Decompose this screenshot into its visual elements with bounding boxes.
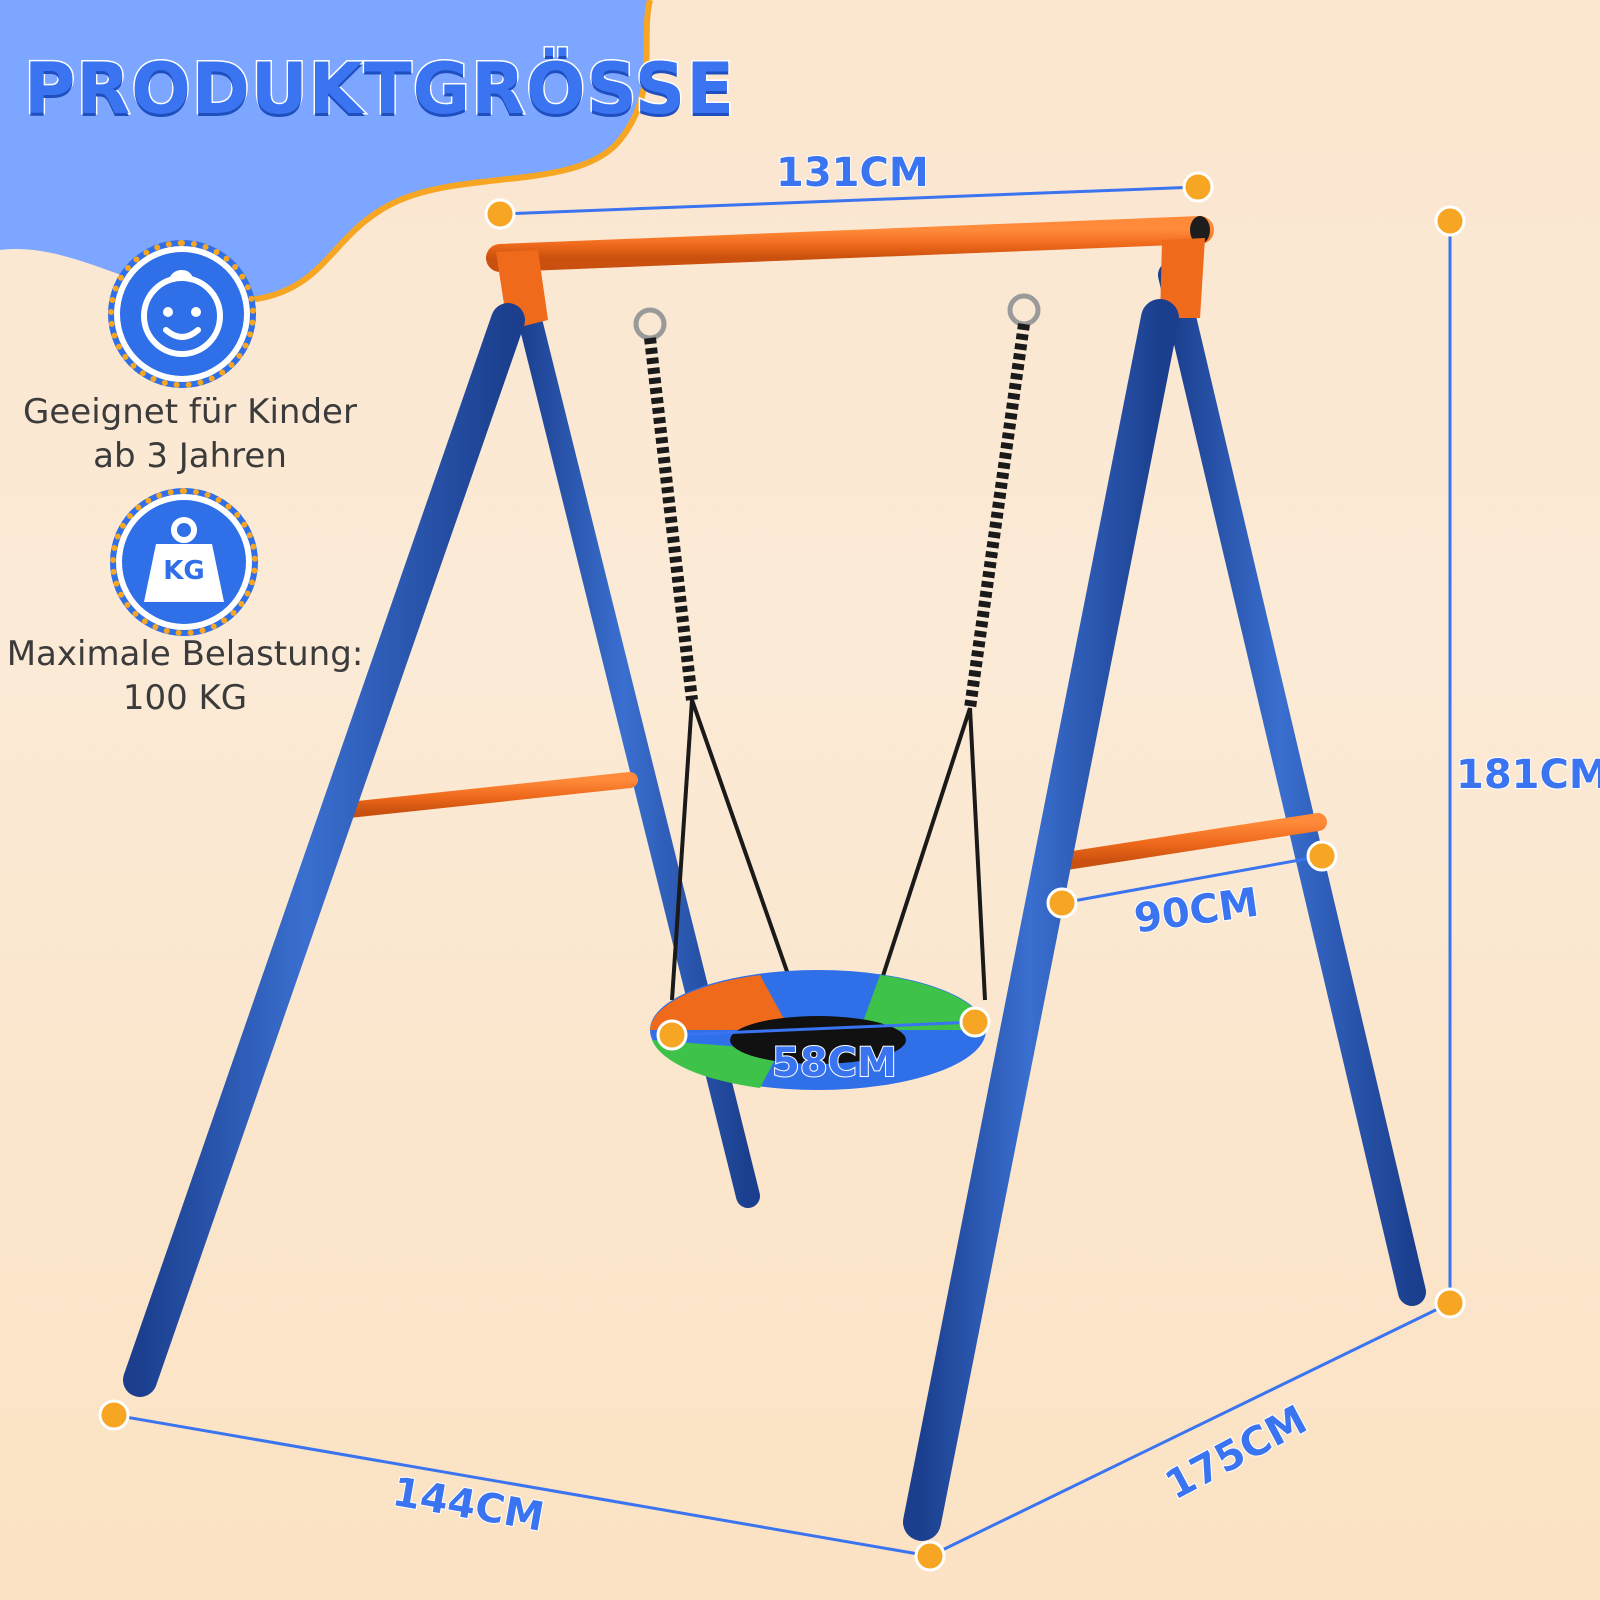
dimension-seat: 58CM <box>771 1039 898 1087</box>
load-info-line1: Maximale Belastung: <box>6 634 364 674</box>
dimension-lines <box>113 185 1452 1558</box>
header-wave-edge <box>249 0 653 303</box>
age-info: Geeignet für Kinder ab 3 Jahren <box>10 390 370 478</box>
dimension-height: 181CM <box>1455 751 1600 799</box>
back-right-leg <box>1158 261 1426 1306</box>
right-crossbar <box>1051 813 1327 871</box>
weight-kg-label: KG <box>163 556 205 586</box>
age-info-line1: Geeignet für Kinder <box>23 392 357 432</box>
weight-kg-icon <box>144 517 224 602</box>
swing-ropes <box>633 293 1041 1001</box>
front-left-leg <box>123 303 525 1397</box>
baby-face-icon <box>141 270 223 357</box>
top-beam <box>486 216 1214 272</box>
page-title: PRODUKTGRÖSSE <box>22 47 736 132</box>
front-right-leg <box>903 299 1179 1541</box>
dimension-markers <box>98 171 1466 1572</box>
age-info-line2: ab 3 Jahren <box>93 436 287 476</box>
load-badge: KG <box>110 488 258 636</box>
nest-seat <box>650 970 986 1090</box>
age-badge <box>108 240 256 388</box>
dimension-top-bar: 131CM <box>775 149 930 197</box>
load-info-line2: 100 KG <box>122 678 248 718</box>
top-beam-end <box>1190 216 1210 244</box>
header-wave-background <box>0 0 650 301</box>
left-crossbar <box>322 772 638 820</box>
load-info: Maximale Belastung: 100 KG <box>0 632 370 720</box>
right-connector <box>1160 238 1205 318</box>
